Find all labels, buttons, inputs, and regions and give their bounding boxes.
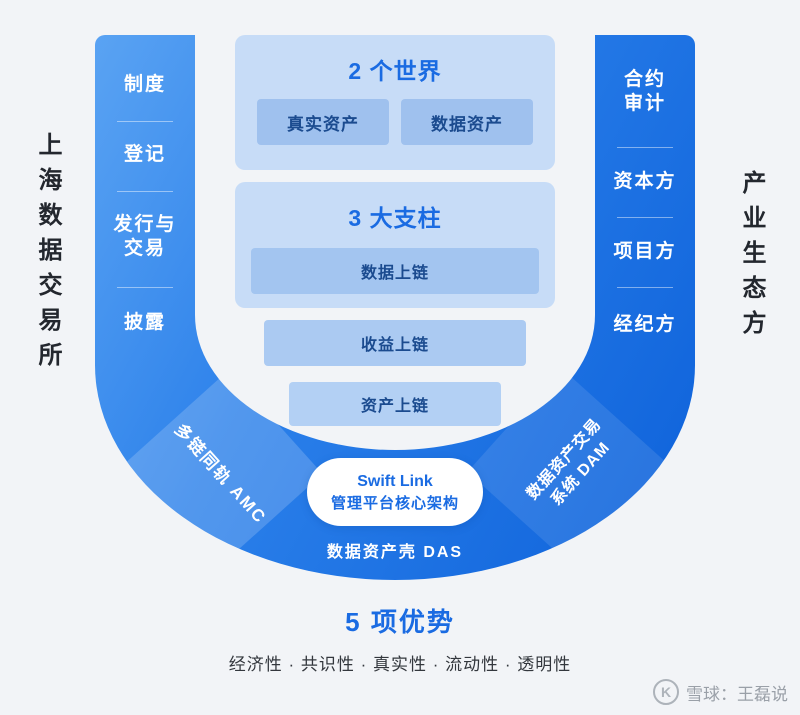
pillars-panel-title: 3 大支柱 — [348, 205, 442, 231]
pillar-bar-asset-onchain: 资产上链 — [289, 382, 501, 426]
pillars-panel: 3 大支柱 数据上链 — [235, 182, 555, 308]
right-column: 合约 审计 资本方 项目方 经纪方 — [595, 35, 695, 415]
left-column-item-system: 制度 — [123, 74, 166, 95]
divider — [117, 191, 173, 192]
swift-link-title: Swift Link — [357, 472, 433, 490]
data-assets-chip: 数据资产 — [401, 99, 533, 145]
xueqiu-logo-icon: K — [653, 679, 679, 705]
watermark: K 雪球：王磊说 — [653, 679, 788, 705]
advantages-list: 经济性 · 共识性 · 真实性 · 流动性 · 透明性 — [228, 655, 572, 674]
worlds-chip-row: 真实资产 数据资产 — [235, 99, 555, 145]
real-assets-chip: 真实资产 — [257, 99, 389, 145]
left-column-item-disclosure: 披露 — [123, 312, 166, 333]
pillar-bar-revenue-onchain: 收益上链 — [264, 320, 526, 366]
left-axis-label: 上海数据交易所 — [34, 132, 61, 377]
right-column-item-audit: 合约 审计 — [623, 69, 666, 114]
right-column-item-capital: 资本方 — [613, 171, 677, 192]
right-column-item-project: 项目方 — [613, 241, 677, 262]
worlds-panel: 2 个世界 真实资产 数据资产 — [235, 35, 555, 170]
swift-link-hub: Swift Link 管理平台核心架构 — [307, 458, 483, 526]
advantages-title: 5 项优势 — [345, 607, 455, 637]
watermark-text: 雪球：王磊说 — [686, 684, 788, 704]
left-column-item-register: 登记 — [123, 144, 166, 165]
worlds-panel-title: 2 个世界 — [348, 58, 442, 84]
left-column: 制度 登记 发行与 交易 披露 — [95, 35, 195, 415]
bottom-band-label: 数据资产壳 DAS — [326, 544, 464, 561]
swift-link-subtitle: 管理平台核心架构 — [330, 494, 459, 512]
right-column-item-broker: 经纪方 — [613, 314, 677, 335]
right-axis-label: 产业生态方 — [738, 170, 765, 345]
divider — [617, 217, 673, 218]
divider — [617, 287, 673, 288]
divider — [117, 287, 173, 288]
divider — [617, 147, 673, 148]
divider — [117, 121, 173, 122]
left-column-item-issuance: 发行与 交易 — [113, 214, 177, 259]
pillar-bar-data-onchain: 数据上链 — [251, 248, 539, 294]
